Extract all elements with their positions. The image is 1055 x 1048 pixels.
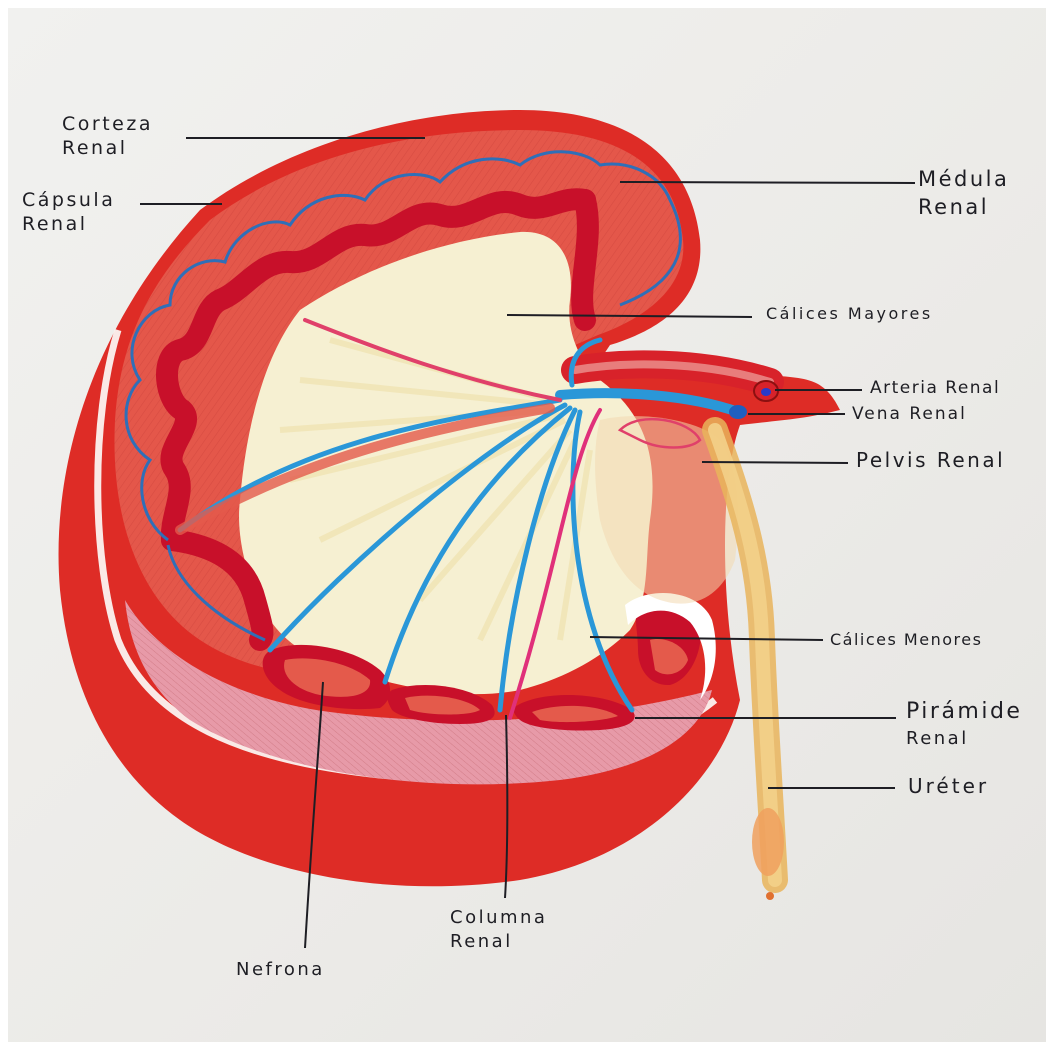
- vein-opening: [729, 405, 747, 419]
- label-calices-menores: Cálices Menores: [830, 628, 982, 652]
- ureter-bulge: [752, 808, 784, 876]
- label-vena-renal: Vena Renal: [852, 402, 967, 426]
- label-pelvis-renal: Pelvis Renal: [856, 448, 1005, 472]
- border-right-arm: [582, 200, 588, 320]
- label-piramide-renal: Pirámide Renal: [906, 698, 1022, 752]
- label-nefrona: Nefrona: [236, 958, 325, 982]
- label-arteria-renal: Arteria Renal: [870, 376, 1000, 400]
- ureter-end: [766, 892, 774, 900]
- label-calices-mayores: Cálices Mayores: [766, 302, 933, 326]
- label-capsula-renal: Cápsula Renal: [22, 188, 115, 236]
- label-corteza-renal: Corteza Renal: [62, 112, 153, 160]
- label-medula-renal: Médula Renal: [918, 165, 1009, 221]
- label-columna-renal: Columna Renal: [450, 906, 547, 954]
- label-ureter: Uréter: [908, 774, 989, 798]
